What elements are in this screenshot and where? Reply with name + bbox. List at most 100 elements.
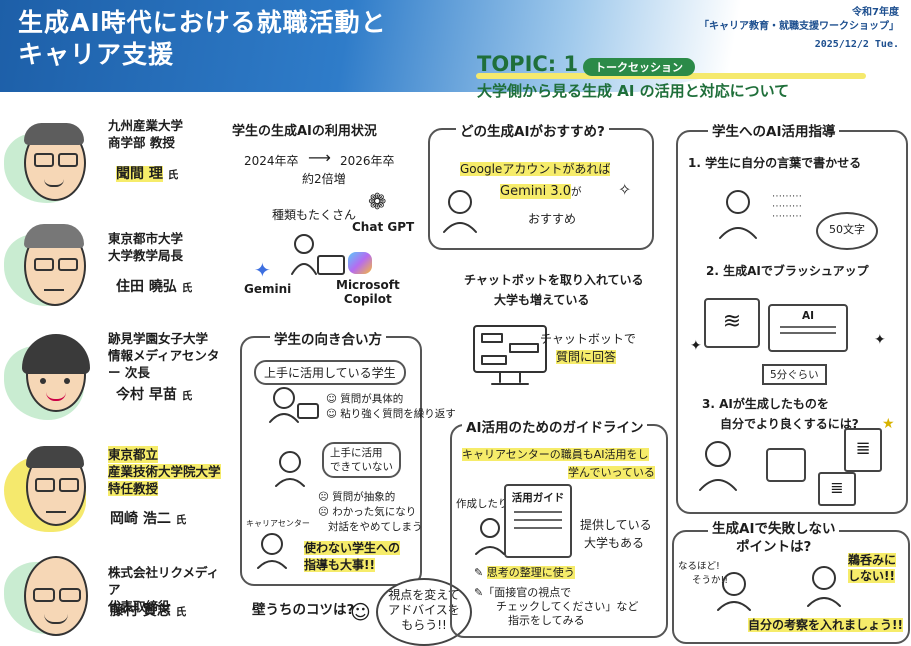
guidance-section: 学生へのAI活用指導 1. 学生に自分の言葉で書かせる ⋯⋯⋯⋯⋯⋯⋯⋯⋯ 50… xyxy=(676,120,908,514)
attitude-heading: 学生の向き合い方 xyxy=(270,328,386,348)
failure-heading: 生成AIで失敗しない ポイントは? xyxy=(708,520,840,556)
speaker-name: 岡崎 浩二 氏 xyxy=(110,511,187,527)
poor-points: ☹ 質問が抽象的 ☹ わかった気になり 対話をやめてしまう xyxy=(318,491,423,533)
refined-document: ≣ xyxy=(818,472,856,506)
draft-document: ≋ xyxy=(704,298,760,348)
chatgpt-logo-icon: ❁ xyxy=(368,190,387,215)
arrow-right-icon: ⟶ xyxy=(308,148,331,167)
guideline-heading: AI活用のためのガイドライン xyxy=(462,416,648,436)
speaker-affiliation: 株式会社リクメディア代表取締役 xyxy=(108,565,220,614)
recommend-heading: どの生成AIがおすすめ? xyxy=(456,120,609,140)
recommend-model: Gemini 3.0が xyxy=(500,184,582,199)
usage-from-year: 2024年卒 xyxy=(244,154,299,168)
failure-section: 生成AIで失敗しない ポイントは? なるほど! そうか!! 鵜呑みに しない!!… xyxy=(672,520,910,644)
failure-conclusion: 自分の考察を入れましょう!! xyxy=(748,618,903,632)
topic-title: 大学側から見る生成 AI の活用と対応について xyxy=(477,82,790,100)
copilot-logo-icon xyxy=(348,252,372,274)
staff-icon xyxy=(475,518,505,555)
speaker-affiliation: 東京都市大学大学教学局長 xyxy=(108,231,184,263)
speaker-card-1: 九州産業大学商学部 教授 聞間 理 氏 xyxy=(0,115,230,220)
speaker-card-4: 東京都立 産業技術大学院大学 特任教授 岡崎 浩二 氏 xyxy=(0,440,230,550)
chatbot-screen-icon xyxy=(473,325,547,385)
sparkle-icon: ✦ xyxy=(874,332,886,348)
guidance-heading: 学生へのAI活用指導 xyxy=(708,120,840,140)
student-nodding-icon xyxy=(717,572,751,611)
improved-document: ≣ xyxy=(844,428,882,472)
guideline-line2: 学んでいっている xyxy=(568,466,655,479)
career-center-label: キャリアセンター xyxy=(246,519,310,528)
attitude-note: 使わない学生への 指導も大事!! xyxy=(304,541,401,572)
attitude-section: 学生の向き合い方 上手に活用している学生 ☺ 質問が具体的 ☺ 粘り強く質問を繰… xyxy=(240,328,456,586)
chatbot-heading: チャットボットを取り入れている 大学も増えている xyxy=(464,273,644,307)
tips-heading: 壁うちのコツは? xyxy=(252,602,355,618)
speaker-portrait xyxy=(24,556,88,636)
guidance-step3: 3. AIが生成したものを 自分でより良くするには? xyxy=(702,397,859,431)
speaker-name: 藤村 賢志 氏 xyxy=(110,603,187,619)
poor-student-label: 上手に活用できていない xyxy=(322,442,401,478)
student-thinking-icon xyxy=(699,441,737,491)
speaker-affiliation: 東京都立 産業技術大学院大学 特任教授 xyxy=(108,446,221,496)
event-year: 令和7年度 xyxy=(852,7,899,18)
chatbot-section: チャットボットを取り入れている 大学も増えている チャットボットで 質問に回答 xyxy=(450,266,654,398)
person-icon: ☺ xyxy=(350,600,371,624)
dots-icon: ⋯⋯⋯⋯⋯⋯⋯⋯⋯ xyxy=(772,191,802,222)
topic-label: TOPIC: 1 xyxy=(477,52,579,76)
failure-warning: 鵜呑みに しない!! xyxy=(848,553,897,583)
speaker-name: 聞間 理 氏 xyxy=(116,166,179,182)
recommend-line1: Googleアカウントがあれば xyxy=(460,162,611,176)
speaker-column: 九州産業大学商学部 教授 聞間 理 氏 東京都市大学大学教学局長 住田 曉弘 氏 xyxy=(0,100,230,645)
presenter-icon xyxy=(443,190,477,233)
student-thinking-icon xyxy=(269,387,319,423)
speaker-card-3: 跡見学園女子大学情報メディアセンター 次長 今村 早苗 氏 xyxy=(0,326,230,436)
page-title-line2: キャリア支援 xyxy=(18,40,175,69)
student-confused-icon xyxy=(275,451,305,487)
guidance-step2: 2. 生成AIでブラッシュアップ xyxy=(706,264,869,278)
ai-screen: AI xyxy=(768,304,848,352)
good-points: ☺ 質問が具体的 ☺ 粘り強く質問を繰り返す xyxy=(326,393,456,420)
guideline-provide: 提供している 大学もある xyxy=(580,518,652,550)
guidance-step1: 1. 学生に自分の言葉で書かせる xyxy=(688,156,862,170)
event-name: 「キャリア教育・就職支援ワークショップ」 xyxy=(699,21,899,32)
topic-highlight xyxy=(476,73,866,79)
usage-section: 学生の生成AIの利用状況 2024年卒 ⟶ 2026年卒 約2倍増 種類もたくさ… xyxy=(230,122,424,318)
chatbot-caption: チャットボットで 質問に回答 xyxy=(540,332,636,364)
guideline-section: AI活用のためのガイドライン キャリアセンターの職員もAI活用をし 学んでいって… xyxy=(450,416,668,638)
usage-to-year: 2026年卒 xyxy=(340,154,395,168)
speaker-name: 住田 曉弘 氏 xyxy=(116,279,193,295)
speaker-affiliation: 九州産業大学商学部 教授 xyxy=(108,118,184,150)
sparkle-icon: ✦ xyxy=(690,338,702,354)
speaker-name: 今村 早苗 氏 xyxy=(116,387,193,403)
career-staff-icon xyxy=(257,533,287,569)
time-label: 5分ぐらい xyxy=(762,364,827,385)
ai-output-screen xyxy=(766,448,806,482)
speaker-card-2: 東京都市大学大学教学局長 住田 曉弘 氏 xyxy=(0,220,230,325)
guideline-tip2: ✎「面接官の視点で チェックしてください」など 指示をしてみる xyxy=(474,586,639,627)
advisor-icon xyxy=(807,566,841,607)
good-student-label: 上手に活用している学生 xyxy=(254,360,406,385)
usage-variety: 種類もたくさん xyxy=(272,208,357,222)
char-count-bubble: 50文字 xyxy=(816,212,878,250)
guide-document: 活用ガイド xyxy=(504,484,572,558)
speaker-affiliation: 跡見学園女子大学情報メディアセンター 次長 xyxy=(108,331,220,380)
failure-reaction: なるほど! そうか!! xyxy=(678,561,729,586)
guideline-tip1: ✎ 思考の整理に使う xyxy=(474,566,575,579)
speaker-portrait xyxy=(24,224,86,306)
star-icon: ★ xyxy=(882,416,895,432)
guideline-line1: キャリアセンターの職員もAI活用をし xyxy=(462,448,649,461)
speaker-portrait xyxy=(24,123,86,201)
speaker-card-5: 株式会社リクメディア代表取締役 藤村 賢志 氏 xyxy=(0,552,230,644)
speaker-portrait xyxy=(22,334,90,412)
gemini-logo-icon: ✦ xyxy=(254,258,271,282)
student-laptop-icon xyxy=(291,234,345,275)
tool-gemini: Gemini xyxy=(244,282,292,296)
guideline-created: 作成したり xyxy=(456,498,509,510)
recommend-section: どの生成AIがおすすめ? Googleアカウントがあれば Gemini 3.0が… xyxy=(428,120,654,250)
student-writing-icon xyxy=(719,190,757,239)
event-date: 2025/12/2 Tue. xyxy=(814,39,899,50)
tool-chatgpt: Chat GPT xyxy=(352,220,415,234)
speaker-portrait xyxy=(26,446,86,526)
page-title-line1: 生成AI時代における就職活動と xyxy=(18,8,387,37)
usage-growth: 約2倍増 xyxy=(302,172,346,186)
sparkle-icon: ✧ xyxy=(618,180,632,199)
